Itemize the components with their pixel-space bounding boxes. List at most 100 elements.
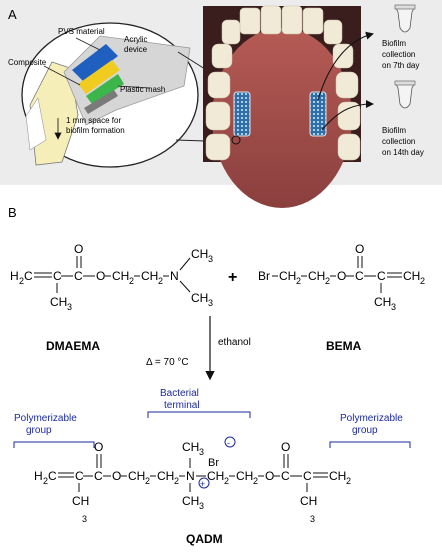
svg-text:-: -	[227, 438, 230, 448]
svg-text:CH: CH	[72, 494, 89, 508]
svg-text:O: O	[112, 469, 121, 483]
svg-text:C: C	[355, 269, 364, 283]
bracket-poly-left	[13, 441, 95, 448]
svg-text:Br: Br	[208, 457, 219, 469]
svg-text:O: O	[355, 242, 364, 256]
collection-14-line1: Biofilm	[382, 126, 406, 135]
label-acrylic-1: Acrylic	[124, 35, 148, 44]
positive-charge-icon	[198, 477, 210, 489]
svg-text:2: 2	[420, 276, 425, 286]
svg-text:+: +	[200, 479, 205, 489]
negative-charge-icon	[224, 436, 236, 448]
annot-bact-1: Bacterial	[160, 388, 199, 399]
svg-text:N: N	[186, 469, 195, 483]
label-space-2: biofilm formation	[66, 126, 125, 135]
svg-text:C: C	[53, 269, 62, 283]
collection-7-line2: collection	[382, 50, 415, 59]
svg-text:CH: CH	[300, 494, 317, 508]
svg-text:2: 2	[145, 476, 150, 486]
collection-7-line1: Biofilm	[382, 39, 406, 48]
svg-text:CH: CH	[128, 469, 145, 483]
svg-text:CH: CH	[157, 469, 174, 483]
svg-text:3: 3	[199, 447, 204, 457]
panel-b-label: B	[8, 205, 17, 220]
svg-text:CH: CH	[308, 269, 325, 283]
svg-text:2: 2	[174, 476, 179, 486]
tube-7th-day-icon	[394, 4, 416, 33]
label-acrylic-2: device	[124, 45, 148, 54]
svg-text:C: C	[75, 469, 84, 483]
svg-text:Br: Br	[258, 269, 270, 283]
svg-text:O: O	[74, 242, 83, 256]
reactant1-name: DMAEMA	[46, 339, 100, 353]
arrow-7th-day	[317, 31, 374, 101]
svg-text:CH: CH	[403, 269, 420, 283]
panel-a-label: A	[8, 7, 17, 22]
svg-text:CH: CH	[182, 440, 199, 454]
svg-text:CH: CH	[279, 269, 296, 283]
svg-text:CH: CH	[207, 469, 224, 483]
svg-text:C: C	[24, 269, 33, 283]
svg-text:O: O	[337, 269, 346, 283]
label-plastic-mash: Plastic mash	[120, 85, 165, 94]
label-composite: Composite	[8, 58, 47, 67]
collection-14-line2: collection	[382, 137, 415, 146]
svg-text:O: O	[94, 440, 103, 454]
inset-diagram: PVS material Composite Acrylic device Pl…	[8, 22, 199, 168]
svg-text:CH: CH	[374, 295, 391, 309]
svg-text:2: 2	[43, 476, 48, 486]
svg-text:3: 3	[199, 501, 204, 511]
arrow-14th-day	[321, 100, 374, 131]
svg-text:C: C	[94, 469, 103, 483]
annot-bact-2: terminal	[164, 400, 200, 411]
plastic-mash	[84, 90, 118, 114]
bracket-poly-right	[329, 441, 411, 448]
bracket-bacterial	[147, 411, 251, 418]
condition-solvent: ethanol	[218, 337, 251, 348]
svg-text:N: N	[170, 269, 179, 283]
annot-poly-right-2: group	[352, 425, 378, 436]
biofilm-layer	[86, 74, 124, 104]
zoom-target-circle	[231, 135, 241, 145]
svg-text:2: 2	[253, 476, 258, 486]
svg-text:3: 3	[310, 514, 315, 524]
svg-text:2: 2	[158, 276, 163, 286]
label-space-1: 1 mm space for	[66, 116, 121, 125]
svg-text:C: C	[74, 269, 83, 283]
annot-poly-left-1: Polymerizable	[14, 413, 77, 424]
svg-text:3: 3	[208, 298, 213, 308]
annot-poly-left-2: group	[26, 425, 52, 436]
svg-text:C: C	[303, 469, 312, 483]
svg-text:3: 3	[82, 514, 87, 524]
mesh-device-left	[233, 91, 251, 137]
mesh-device-right	[309, 91, 327, 137]
collection-7-line3: on 7th day	[382, 61, 419, 70]
svg-text:C: C	[377, 269, 386, 283]
svg-text:2: 2	[224, 476, 229, 486]
svg-text:CH: CH	[191, 291, 208, 305]
plus-sign: +	[228, 269, 237, 286]
annotations: Polymerizable group Bacterial terminal P…	[14, 388, 403, 436]
condition-temperature: Δ = 70 °C	[146, 357, 189, 368]
pvs-material	[72, 44, 118, 82]
svg-text:CH: CH	[182, 494, 199, 508]
label-pvs-material: PVS material	[58, 27, 105, 36]
svg-text:CH: CH	[112, 269, 129, 283]
tooth-enamel	[25, 97, 47, 151]
svg-text:2: 2	[325, 276, 330, 286]
svg-text:2: 2	[129, 276, 134, 286]
svg-text:CH: CH	[191, 247, 208, 261]
product-name: QADM	[186, 532, 223, 546]
svg-text:3: 3	[67, 302, 72, 312]
svg-text:3: 3	[391, 302, 396, 312]
svg-text:CH: CH	[50, 295, 67, 309]
svg-text:CH: CH	[141, 269, 158, 283]
svg-text:3: 3	[208, 254, 213, 264]
svg-text:2: 2	[19, 276, 24, 286]
svg-text:H: H	[10, 269, 19, 283]
